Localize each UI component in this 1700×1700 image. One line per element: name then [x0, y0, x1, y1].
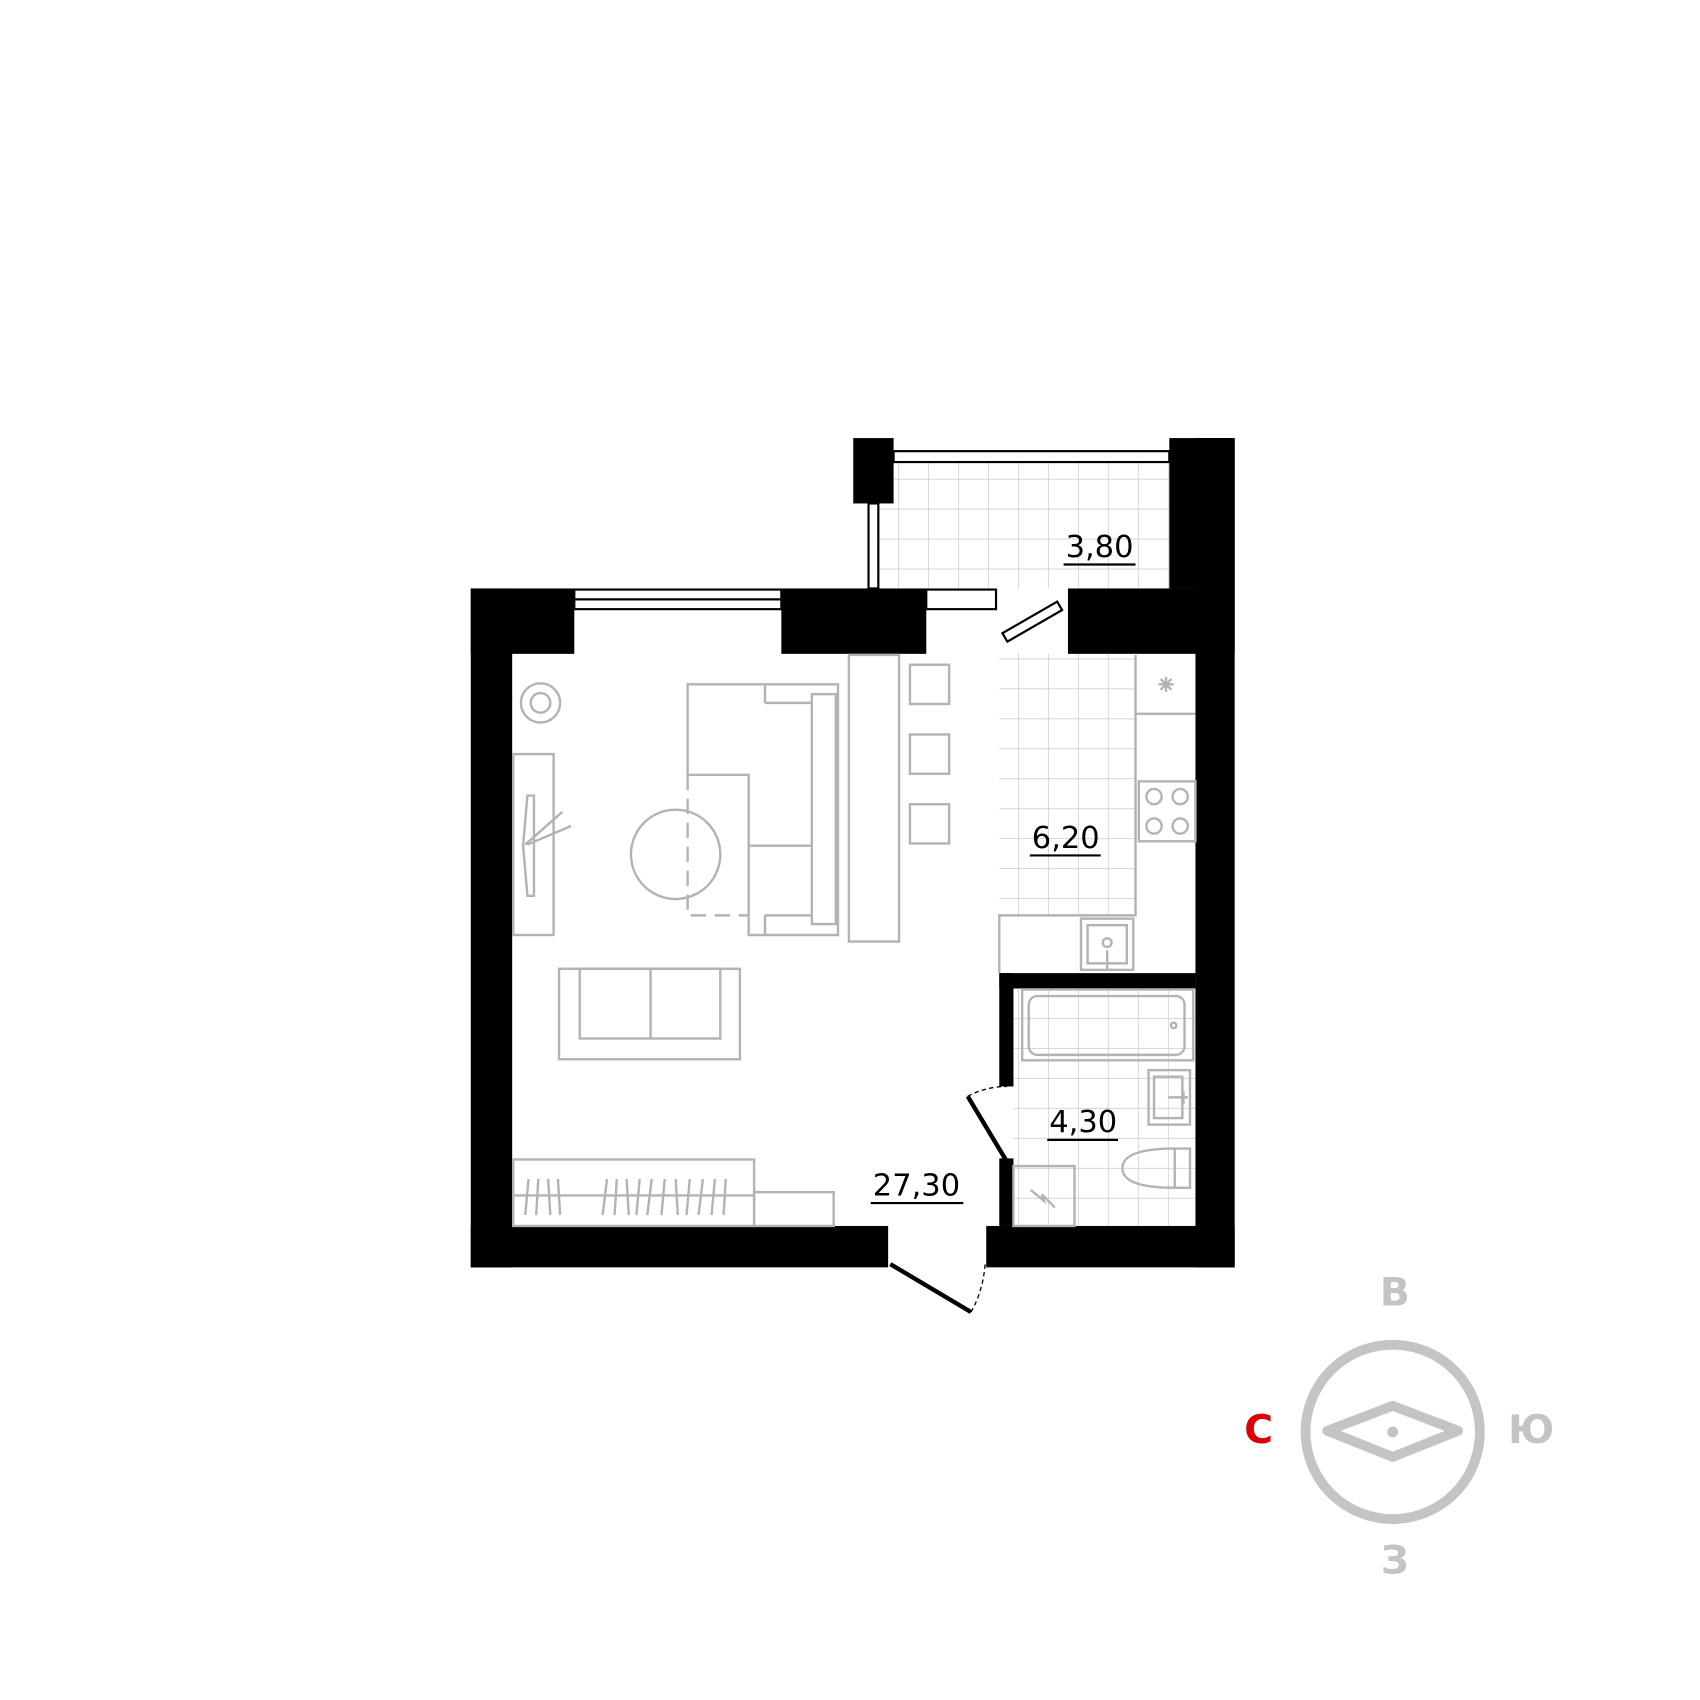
compass-east: В — [1380, 1271, 1410, 1316]
bathroom-door[interactable] — [965, 1085, 1009, 1163]
kitchen-area: 6,20 — [1032, 821, 1100, 856]
balcony-floor — [878, 462, 1170, 589]
compass-ring-icon — [1300, 1339, 1485, 1525]
furniture — [512, 653, 1197, 1228]
living-room-area: 27,30 — [873, 1168, 960, 1203]
compass-north: С — [1244, 1408, 1273, 1453]
bathroom-floor — [1013, 988, 1196, 1226]
windows — [573, 450, 1171, 644]
compass-south: Ю — [1508, 1408, 1554, 1453]
balcony-area: 3,80 — [1066, 530, 1134, 565]
compass: В С Ю З — [1244, 1271, 1554, 1584]
entrance-door[interactable] — [889, 1262, 986, 1314]
compass-needle-icon — [1322, 1400, 1463, 1462]
compass-west: З — [1381, 1539, 1409, 1584]
kitchen-floor — [999, 653, 1136, 916]
bathroom-area: 4,30 — [1049, 1105, 1117, 1140]
walls — [470, 438, 1235, 1268]
